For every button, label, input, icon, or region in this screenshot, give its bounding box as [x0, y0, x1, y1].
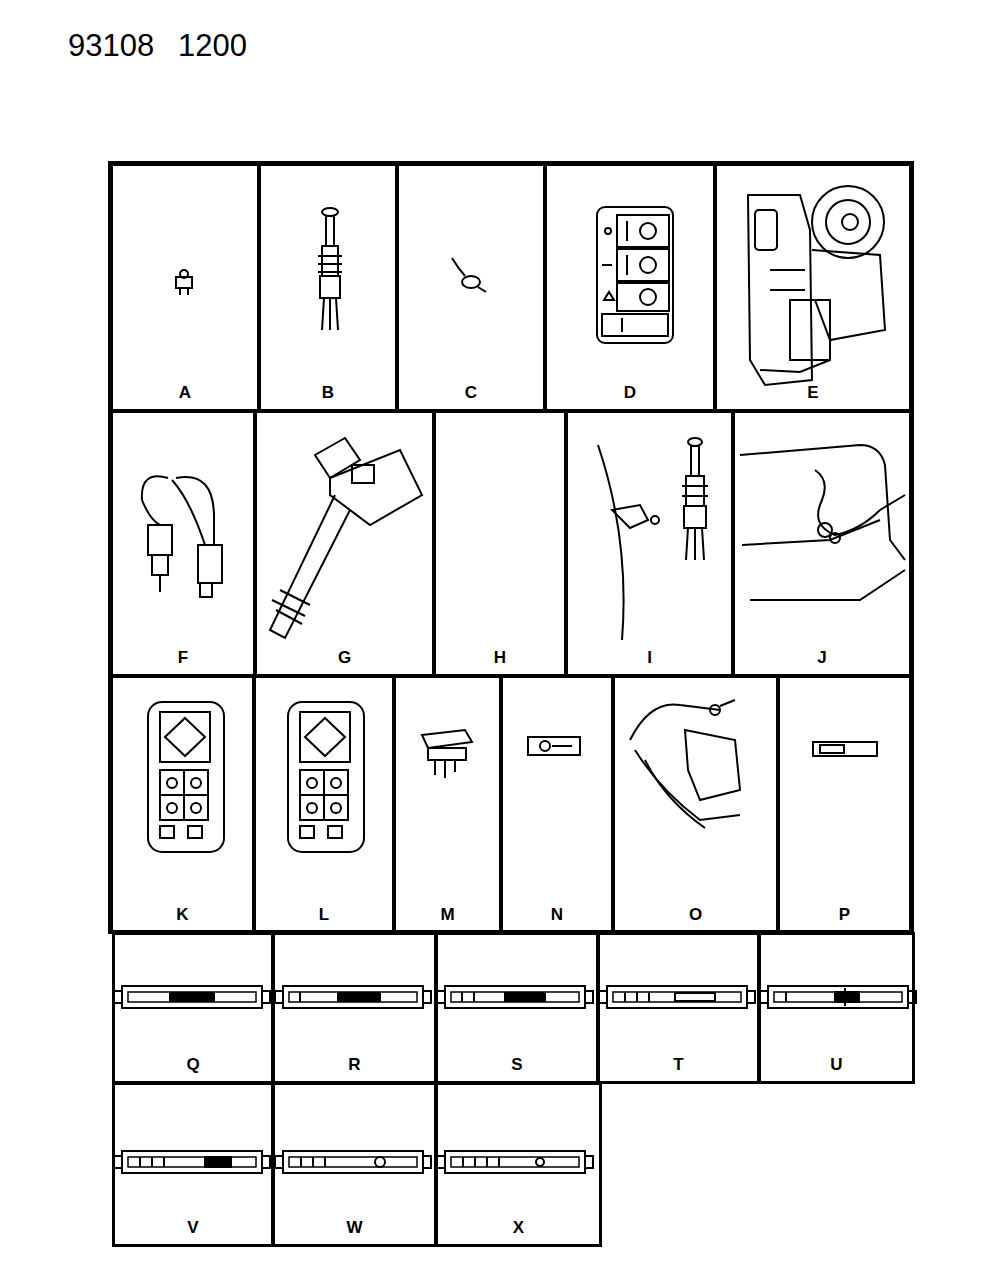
part-letter: K: [113, 905, 252, 925]
part-letter: M: [396, 905, 499, 925]
part-letter: J: [735, 648, 909, 668]
drawing-number: 1200: [178, 28, 247, 64]
part-letter: S: [438, 1055, 596, 1075]
part-cell: F: [110, 410, 256, 677]
part-cell: N: [500, 675, 614, 934]
part-cell: P: [777, 675, 912, 934]
part-letter: P: [780, 905, 909, 925]
part-cell: J: [732, 410, 912, 677]
part-cell: E: [714, 163, 912, 412]
part-letter: T: [600, 1055, 757, 1075]
part-letter: I: [568, 648, 731, 668]
part-cell: B: [258, 163, 398, 412]
part-letter: N: [503, 905, 611, 925]
part-cell: I: [565, 410, 734, 677]
part-cell: O: [612, 675, 779, 934]
part-letter: Q: [115, 1055, 271, 1075]
part-cell: G: [254, 410, 435, 677]
part-letter: X: [438, 1218, 599, 1238]
part-cell: H: [433, 410, 567, 677]
part-cell: U: [758, 932, 915, 1084]
part-cell: K: [110, 675, 255, 934]
part-letter: V: [115, 1218, 271, 1238]
part-cell: R: [272, 932, 437, 1084]
part-cell: A: [110, 163, 260, 412]
part-cell: L: [253, 675, 395, 934]
part-cell: W: [272, 1082, 437, 1247]
part-letter: G: [257, 648, 432, 668]
part-letter: U: [761, 1055, 912, 1075]
part-letter: W: [275, 1218, 434, 1238]
part-letter: A: [113, 383, 257, 403]
part-cell: C: [396, 163, 546, 412]
part-cell: Q: [112, 932, 274, 1084]
part-letter: F: [113, 648, 253, 668]
part-letter: C: [399, 383, 543, 403]
part-letter: L: [256, 905, 392, 925]
part-letter: D: [547, 383, 713, 403]
part-cell: M: [393, 675, 502, 934]
part-cell: X: [435, 1082, 602, 1247]
part-letter: R: [275, 1055, 434, 1075]
drawing-number: 93108: [68, 28, 154, 64]
part-cell: T: [597, 932, 760, 1084]
part-letter: H: [436, 648, 564, 668]
part-letter: O: [615, 905, 776, 925]
part-cell: S: [435, 932, 599, 1084]
part-letter: B: [261, 383, 395, 403]
part-letter: E: [717, 383, 909, 403]
part-cell: D: [544, 163, 716, 412]
part-cell: V: [112, 1082, 274, 1247]
